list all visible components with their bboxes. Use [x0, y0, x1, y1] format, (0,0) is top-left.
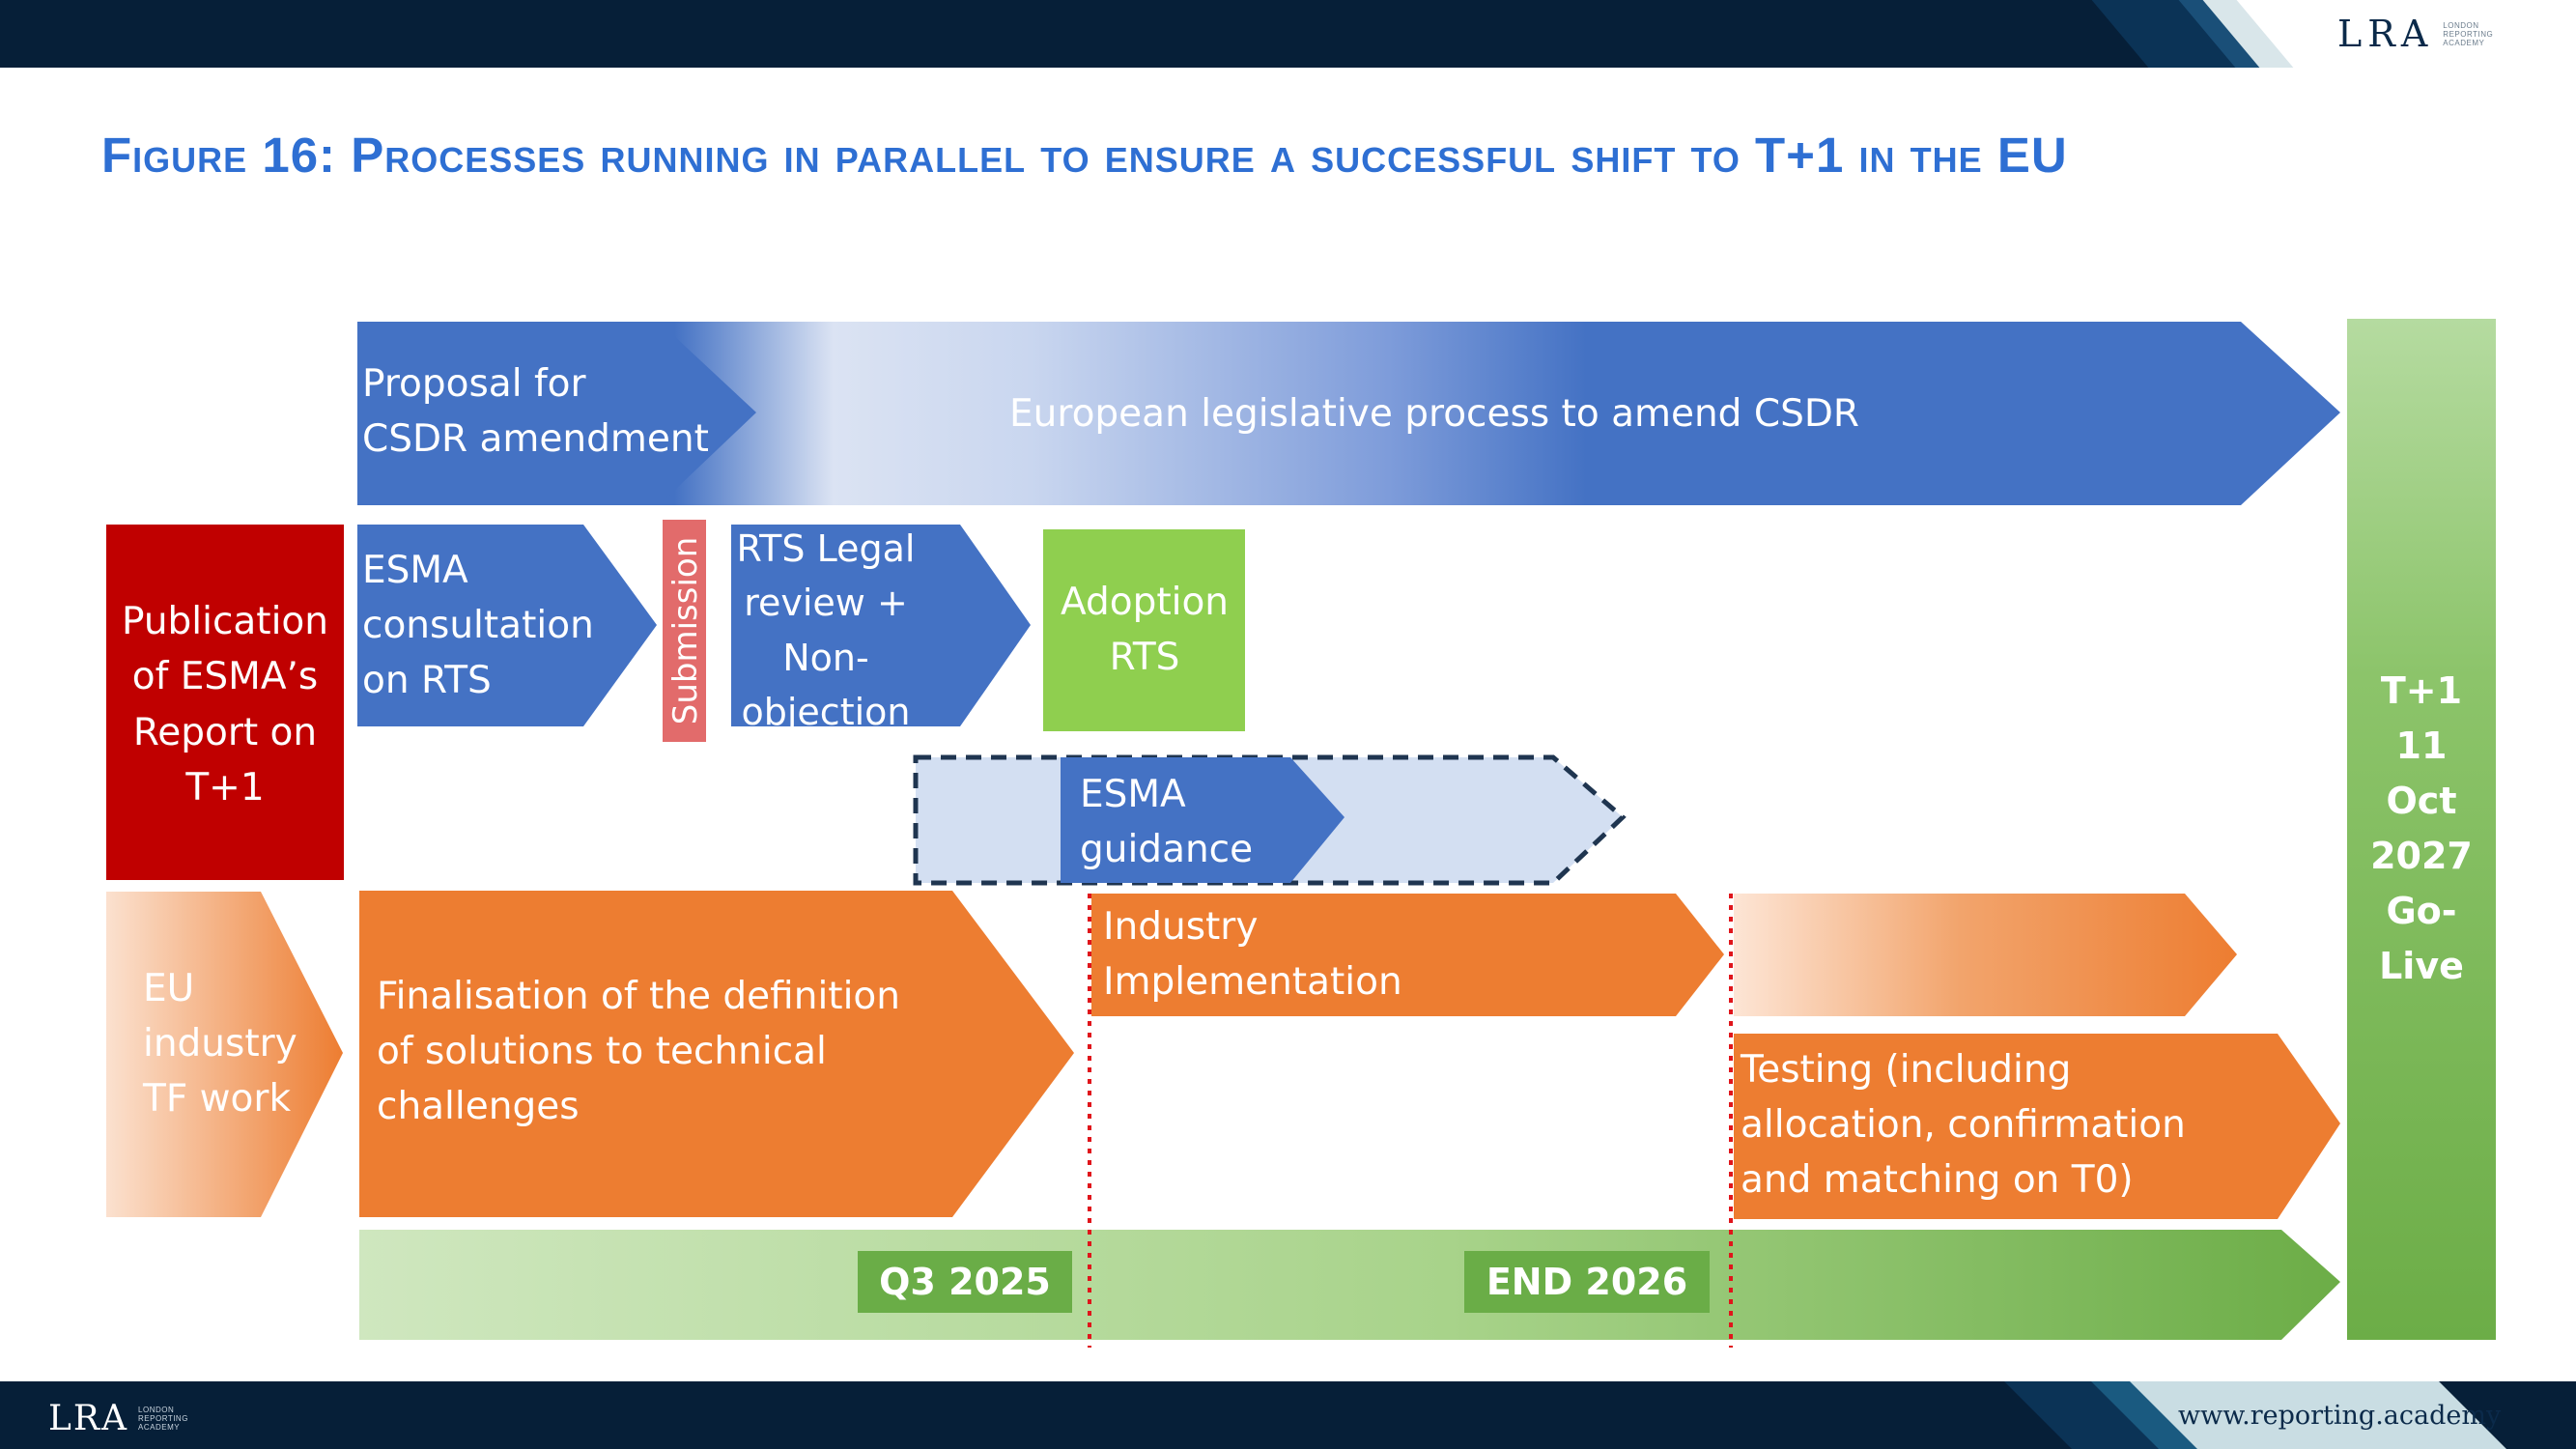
tf-work-label-line-3: TF work — [142, 1077, 291, 1121]
milestone-q3-2025-badge — [858, 1251, 1072, 1313]
implementation-continuation-arrow — [1734, 894, 2237, 1016]
guidance-label-line-2: guidance — [1080, 828, 1253, 871]
testing-label-line-2: allocation, confirmation — [1741, 1103, 2186, 1147]
publication-box — [106, 525, 344, 880]
testing-label-line-3: and matching on T0) — [1741, 1158, 2134, 1202]
guidance-arrow — [1061, 757, 1345, 883]
finalisation-label-line-3: challenges — [377, 1085, 580, 1128]
publication-label-line-2: of ESMA’s — [132, 655, 318, 698]
golive-line-2: 11 — [2396, 724, 2448, 767]
footer-logo-mark: LRA — [48, 1399, 129, 1438]
rts-review-arrow — [731, 525, 1031, 726]
implementation-label-line-2: Implementation — [1103, 960, 1402, 1004]
tf-work-arrow — [106, 892, 343, 1217]
proposal-arrow — [357, 322, 756, 505]
adoption-box — [1043, 529, 1245, 731]
rts-review-label-line-2: review + — [744, 582, 908, 624]
publication-label-line-1: Publication — [122, 600, 328, 643]
implementation-label-line-1: Industry — [1103, 905, 1258, 949]
legislative-process-arrow — [357, 322, 2340, 505]
figure-title: Figure 16: Processes running in parallel… — [101, 128, 2068, 183]
tf-work-label-line-2: industry — [143, 1022, 297, 1065]
consultation-label-line-3: on RTS — [362, 659, 492, 702]
footer-logo[interactable]: LRA LONDON REPORTING ACADEMY — [48, 1399, 188, 1438]
rts-review-label-line-4: objection — [742, 691, 911, 733]
submission-box — [663, 520, 706, 742]
finalisation-label-line-1: Finalisation of the definition — [377, 975, 900, 1018]
consultation-arrow — [357, 525, 657, 726]
golive-line-1: T+1 — [2381, 669, 2462, 712]
logo-subtitle: LONDON REPORTING ACADEMY — [2443, 20, 2494, 47]
website-link[interactable]: www.reporting.academy — [2178, 1401, 2502, 1431]
implementation-arrow — [1091, 894, 1724, 1016]
consultation-label-line-2: consultation — [362, 604, 594, 647]
logo-mark: LRA — [2337, 13, 2434, 55]
footer-logo-subtitle: LONDON REPORTING ACADEMY — [138, 1406, 188, 1432]
golive-line-5: Go- — [2386, 890, 2456, 932]
proposal-label-line-1: Proposal for — [362, 362, 587, 406]
golive-line-3: Oct — [2387, 780, 2457, 822]
testing-label-line-1: Testing (including — [1740, 1048, 2071, 1092]
timeline-arrow — [359, 1230, 2340, 1340]
milestone-q3-2025-label: Q3 2025 — [879, 1261, 1051, 1303]
submission-label: Submission — [666, 537, 705, 725]
golive-line-4: 2027 — [2370, 835, 2473, 877]
rts-review-label-line-3: Non- — [782, 637, 868, 679]
publication-label-line-4: T+1 — [184, 766, 264, 810]
publication-label-line-3: Report on — [133, 711, 317, 754]
consultation-label-line-1: ESMA — [362, 549, 468, 592]
adoption-label-line-2: RTS — [1110, 636, 1180, 679]
top-bar — [0, 0, 2576, 68]
rts-review-label-line-1: RTS Legal — [737, 527, 916, 570]
finalisation-arrow — [359, 891, 1074, 1217]
bottom-bar: www.reporting.academy — [0, 1381, 2576, 1449]
proposal-label-line-2: CSDR amendment — [362, 417, 709, 461]
milestone-end-2026-label: END 2026 — [1486, 1261, 1687, 1303]
guidance-label-line-1: ESMA — [1080, 773, 1186, 816]
golive-line-6: Live — [2379, 945, 2464, 987]
milestone-end-2026-badge — [1464, 1251, 1710, 1313]
legislative-process-label: European legislative process to amend CS… — [1009, 392, 1859, 436]
golive-column — [2347, 319, 2496, 1340]
finalisation-label-line-2: of solutions to technical — [377, 1030, 827, 1073]
tf-work-label-line-1: EU — [143, 967, 194, 1010]
testing-arrow — [1734, 1034, 2340, 1219]
header-logo[interactable]: LRA LONDON REPORTING ACADEMY — [2337, 13, 2494, 55]
adoption-label-line-1: Adoption — [1061, 581, 1229, 624]
